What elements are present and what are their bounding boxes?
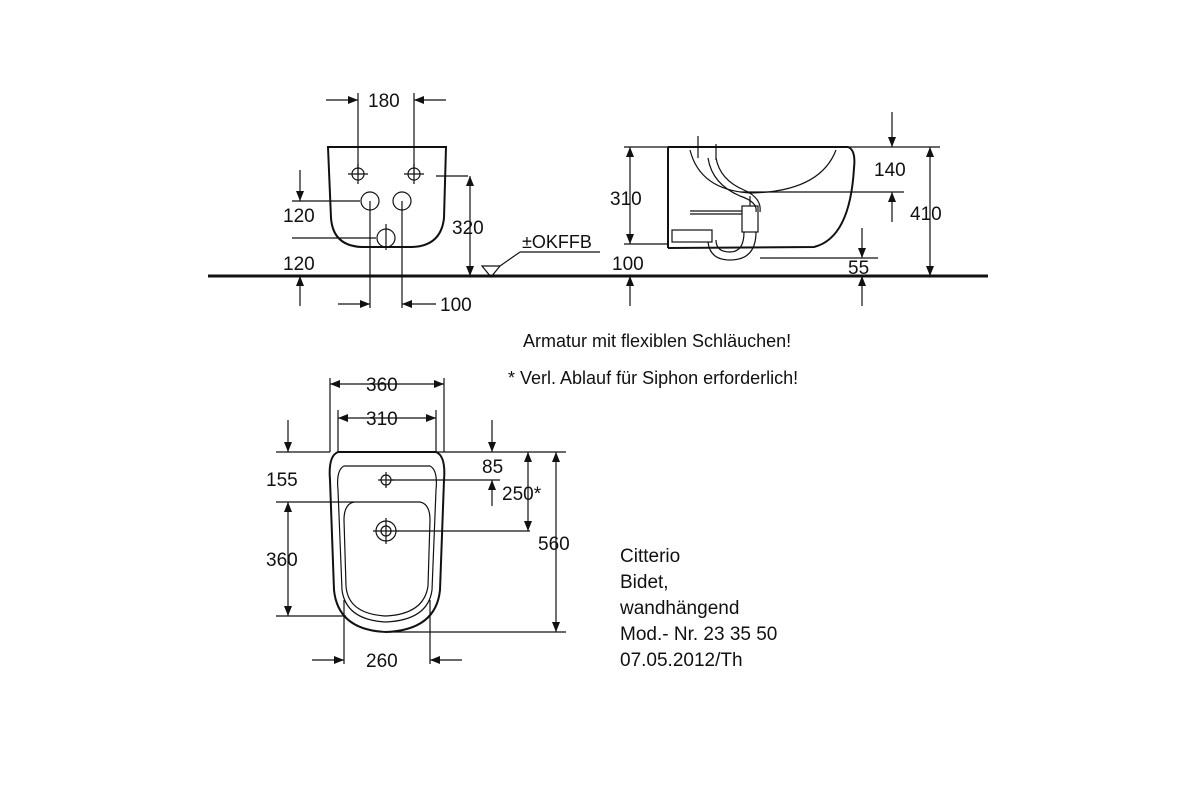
dim-top-310-width: 310 (366, 409, 398, 430)
dim-top-250: 250* (502, 484, 542, 505)
dim-top-560: 560 (538, 534, 570, 555)
dim-top-260: 260 (366, 651, 398, 672)
side-view-bowl (667, 146, 856, 249)
label-okffb: ±OKFFB (522, 232, 592, 252)
dim-front-320: 320 (452, 218, 484, 239)
front-view (292, 93, 600, 308)
dim-top-360-width: 360 (366, 375, 398, 396)
dim-top-155: 155 (266, 470, 298, 491)
dim-front-180: 180 (368, 91, 400, 112)
side-view (624, 112, 940, 306)
dim-side-140: 140 (874, 160, 906, 181)
dim-side-55: 55 (848, 258, 869, 279)
dim-front-120-lower: 120 (283, 254, 315, 275)
product-model: Mod.- Nr. 23 35 50 (620, 624, 777, 645)
note-siphon: * Verl. Ablauf für Siphon erforderlich! (508, 368, 798, 388)
dim-top-85: 85 (482, 457, 503, 478)
top-view (276, 378, 566, 664)
product-type: Bidet, (620, 572, 669, 593)
note-flexible-hoses: Armatur mit flexiblen Schläuchen! (523, 331, 791, 351)
dim-side-100: 100 (612, 254, 644, 275)
product-date: 07.05.2012/Th (620, 650, 743, 671)
dim-front-100: 100 (440, 295, 472, 316)
dim-front-120-upper: 120 (283, 206, 315, 227)
product-series: Citterio (620, 546, 680, 567)
product-mounting: wandhängend (619, 598, 739, 619)
dim-top-360-height: 360 (266, 550, 298, 571)
dim-side-410: 410 (910, 204, 942, 225)
front-view-bowl (326, 146, 448, 248)
dim-side-310: 310 (610, 189, 642, 210)
